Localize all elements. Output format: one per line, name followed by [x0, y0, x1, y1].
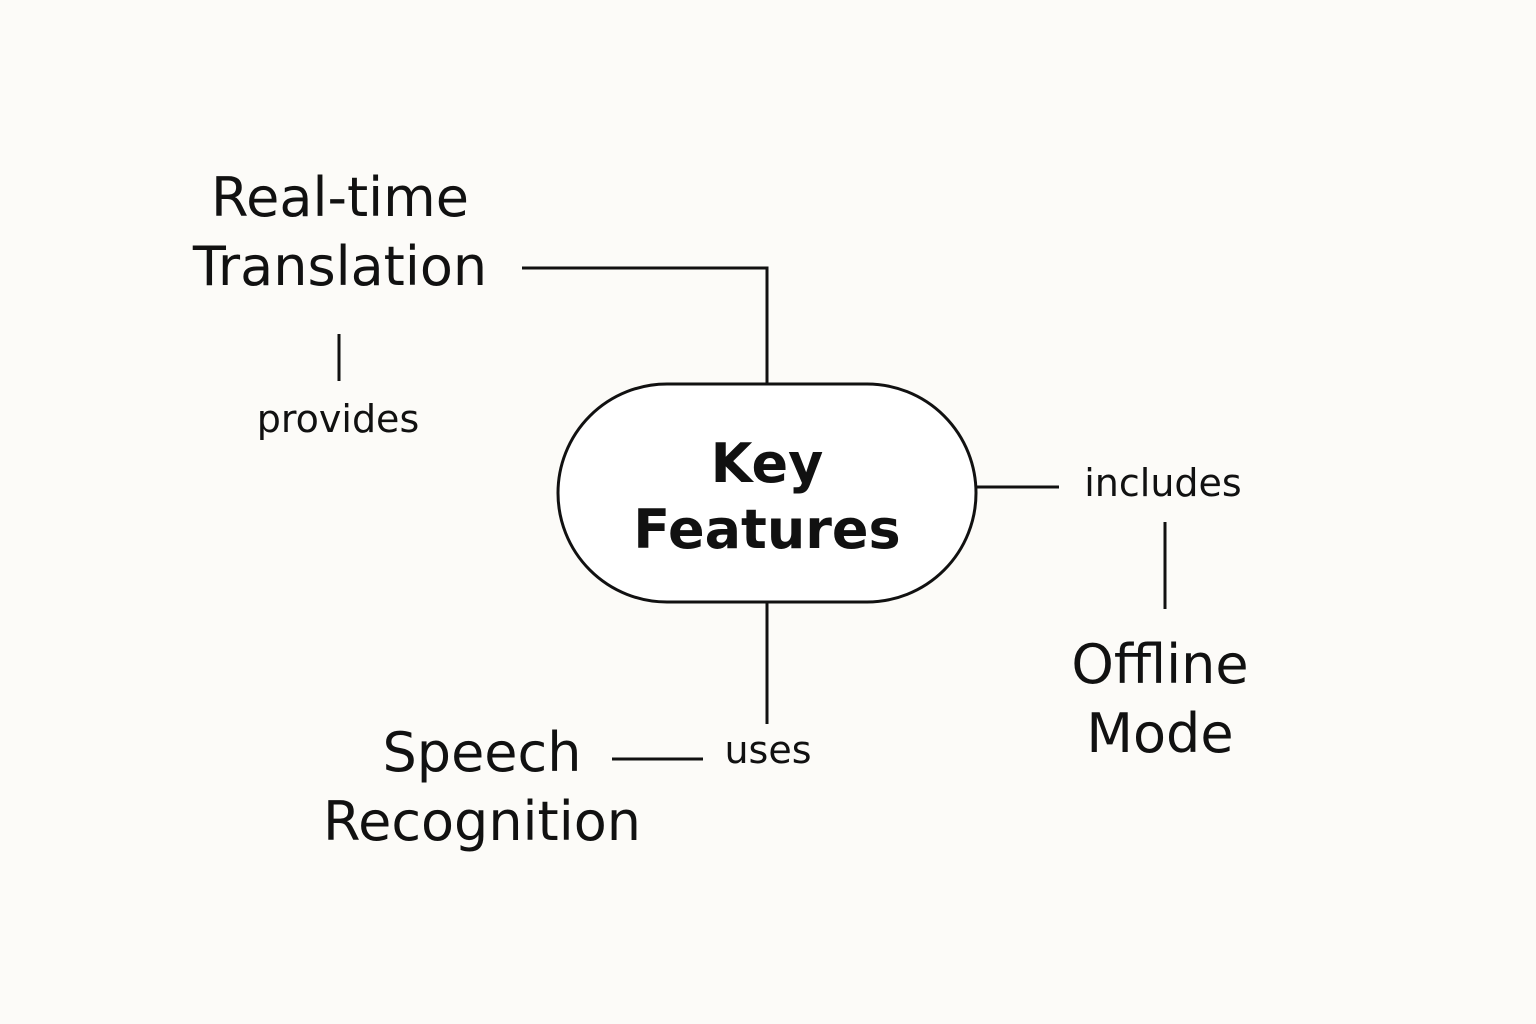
node-speech-line2: Recognition [323, 790, 641, 854]
node-offline-line2: Mode [1086, 702, 1234, 766]
node-speech-recognition: Speech Recognition [282, 718, 682, 856]
edge-label-includes: includes [1084, 461, 1242, 505]
center-node: Key Features [558, 384, 976, 602]
node-realtime-line1: Real-time [211, 166, 469, 229]
node-offline-mode: Offline Mode [1010, 630, 1310, 768]
node-offline-line1: Offline [1071, 633, 1249, 696]
node-realtime-line2: Translation [192, 235, 488, 299]
center-node-line2: Features [633, 498, 901, 561]
node-realtime-translation: Real-time Translation [140, 163, 540, 301]
edge-label-provides: provides [256, 397, 420, 441]
center-node-line1: Key [710, 432, 824, 496]
node-speech-line1: Speech [382, 721, 582, 784]
connector-realtime-to-center [522, 266, 769, 384]
edge-label-uses: uses [724, 728, 812, 772]
